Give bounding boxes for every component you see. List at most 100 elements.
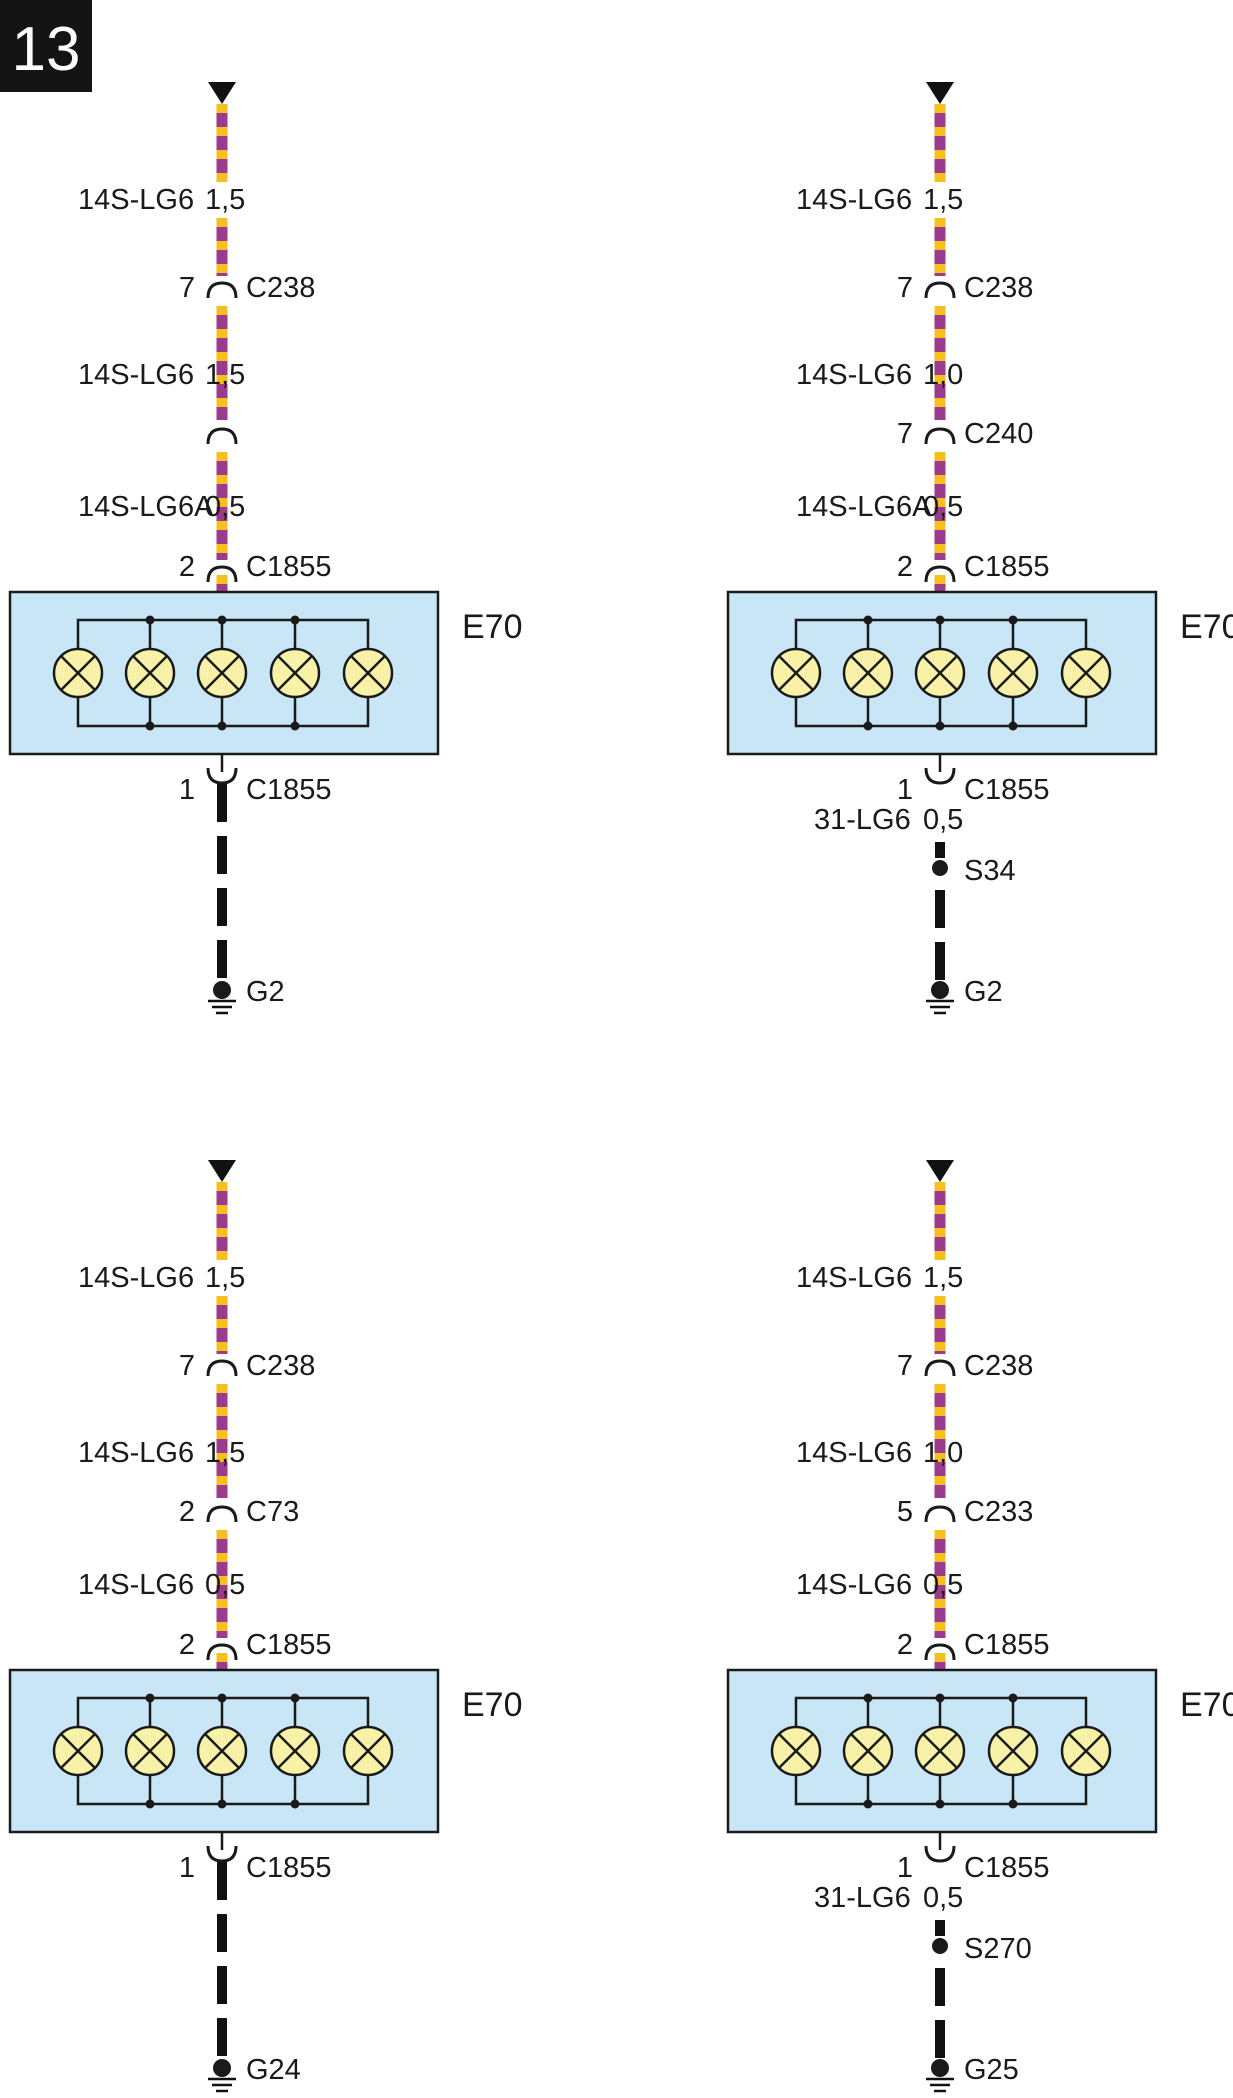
ground-icon [208,981,236,1015]
feed-arrow-icon [926,82,954,104]
component-label: E70 [462,1686,523,1724]
connector-2 [924,427,956,445]
badge-background [0,0,92,92]
wire-code-2: 14S-LG6 [796,359,912,391]
feed-arrow-icon [208,82,236,104]
connector-top [206,1643,238,1661]
ground-label: G24 [246,2054,301,2086]
wire-size-3: 0,5 [923,1569,963,1601]
lamp-icon [842,647,894,699]
connector-top-pin: 2 [179,1629,195,1661]
connector-1-name: C238 [246,272,315,304]
connector-2 [206,1505,238,1523]
wire-size-3: 0,5 [923,491,963,523]
lamp-icon [987,1725,1039,1777]
connector-top-name: C1855 [964,1629,1049,1661]
connector-bottom-pin: 1 [897,1852,913,1884]
circuit-panel-4: 14S-LG6 1,5 7 C238 14S-LG6 1,0 5 C233 14S-LG6 0,5… [726,1160,1233,2093]
connector-2-name: C240 [964,418,1033,450]
ground-icon [926,2059,954,2093]
wire-size-1: 1,5 [205,1262,245,1294]
connector-2-pin: 2 [179,1496,195,1528]
lamp-icon [342,1725,394,1777]
connector-1-pin: 7 [897,1350,913,1382]
connector-1-name: C238 [964,1350,1033,1382]
lamp-icon [342,647,394,699]
wire-size-4: 0,5 [923,1882,963,1914]
wire-size-3: 0,5 [205,491,245,523]
lamp-icon [842,1725,894,1777]
lamp-icon [196,647,248,699]
lamp-icon [124,1725,176,1777]
connector-1 [206,1359,238,1377]
connector-1 [206,281,238,299]
splice-label: S34 [964,855,1016,887]
connector-top-name: C1855 [246,551,331,583]
connector-top-pin: 2 [897,551,913,583]
wire-size-3: 0,5 [205,1569,245,1601]
connector-bottom [924,1845,956,1863]
connector-top-name: C1855 [964,551,1049,583]
connector-top-name: C1855 [246,1629,331,1661]
connector-bottom-pin: 1 [179,774,195,806]
wire-code-3: 14S-LG6A [78,491,214,523]
connector-bottom [206,767,238,785]
connector-1-pin: 7 [179,272,195,304]
wire-size-1: 1,5 [923,1262,963,1294]
wire-size-2: 1,0 [923,1437,963,1469]
connector-bottom [924,767,956,785]
component-label: E70 [462,608,523,646]
wire-code-3: 14S-LG6 [796,1569,912,1601]
wire-size-2: 1,5 [205,359,245,391]
lamp-icon [914,647,966,699]
connector-2-name: C73 [246,1496,299,1528]
connector-1-name: C238 [964,272,1033,304]
ground-label: G25 [964,2054,1019,2086]
lamp-icon [196,1725,248,1777]
lamp-icon [987,647,1039,699]
lamp-icon [124,647,176,699]
wire-code-2: 14S-LG6 [796,1437,912,1469]
wire-code-1: 14S-LG6 [796,184,912,216]
lamp-icon [914,1725,966,1777]
connector-2-pin: 7 [897,418,913,450]
ground-icon [926,981,954,1015]
figure-badge: 13 [0,0,92,92]
connector-1-pin: 7 [897,272,913,304]
wire-code-1: 14S-LG6 [78,184,194,216]
ground-label: G2 [246,976,285,1008]
splice-dot-icon [932,860,948,876]
connector-1 [924,281,956,299]
ground-icon [208,2059,236,2093]
connector-top-pin: 2 [179,551,195,583]
lamp-icon [1060,647,1112,699]
wire-code-1: 14S-LG6 [796,1262,912,1294]
connector-bottom-name: C1855 [964,1852,1049,1884]
lamp-icon [52,1725,104,1777]
wire-code-4: 31-LG6 [814,804,911,836]
connector-bottom-pin: 1 [179,1852,195,1884]
lamp-icon [269,1725,321,1777]
wire-code-3: 14S-LG6 [78,1569,194,1601]
connector-2-pin: 5 [897,1496,913,1528]
wire-size-2: 1,0 [923,359,963,391]
lamp-icon [269,647,321,699]
connector-bottom-name: C1855 [246,1852,331,1884]
splice-dot-icon [932,1938,948,1954]
connector-2-name: C233 [964,1496,1033,1528]
connector-bottom-pin: 1 [897,774,913,806]
component-label: E70 [1180,1686,1233,1724]
wire-size-1: 1,5 [205,184,245,216]
wire-size-1: 1,5 [923,184,963,216]
connector-top [206,565,238,583]
ground-label: G2 [964,976,1003,1008]
wire-code-3: 14S-LG6A [796,491,932,523]
connector-bottom [206,1845,238,1863]
figure-number: 13 [12,15,81,84]
wire-size-4: 0,5 [923,804,963,836]
lamp-icon [770,1725,822,1777]
